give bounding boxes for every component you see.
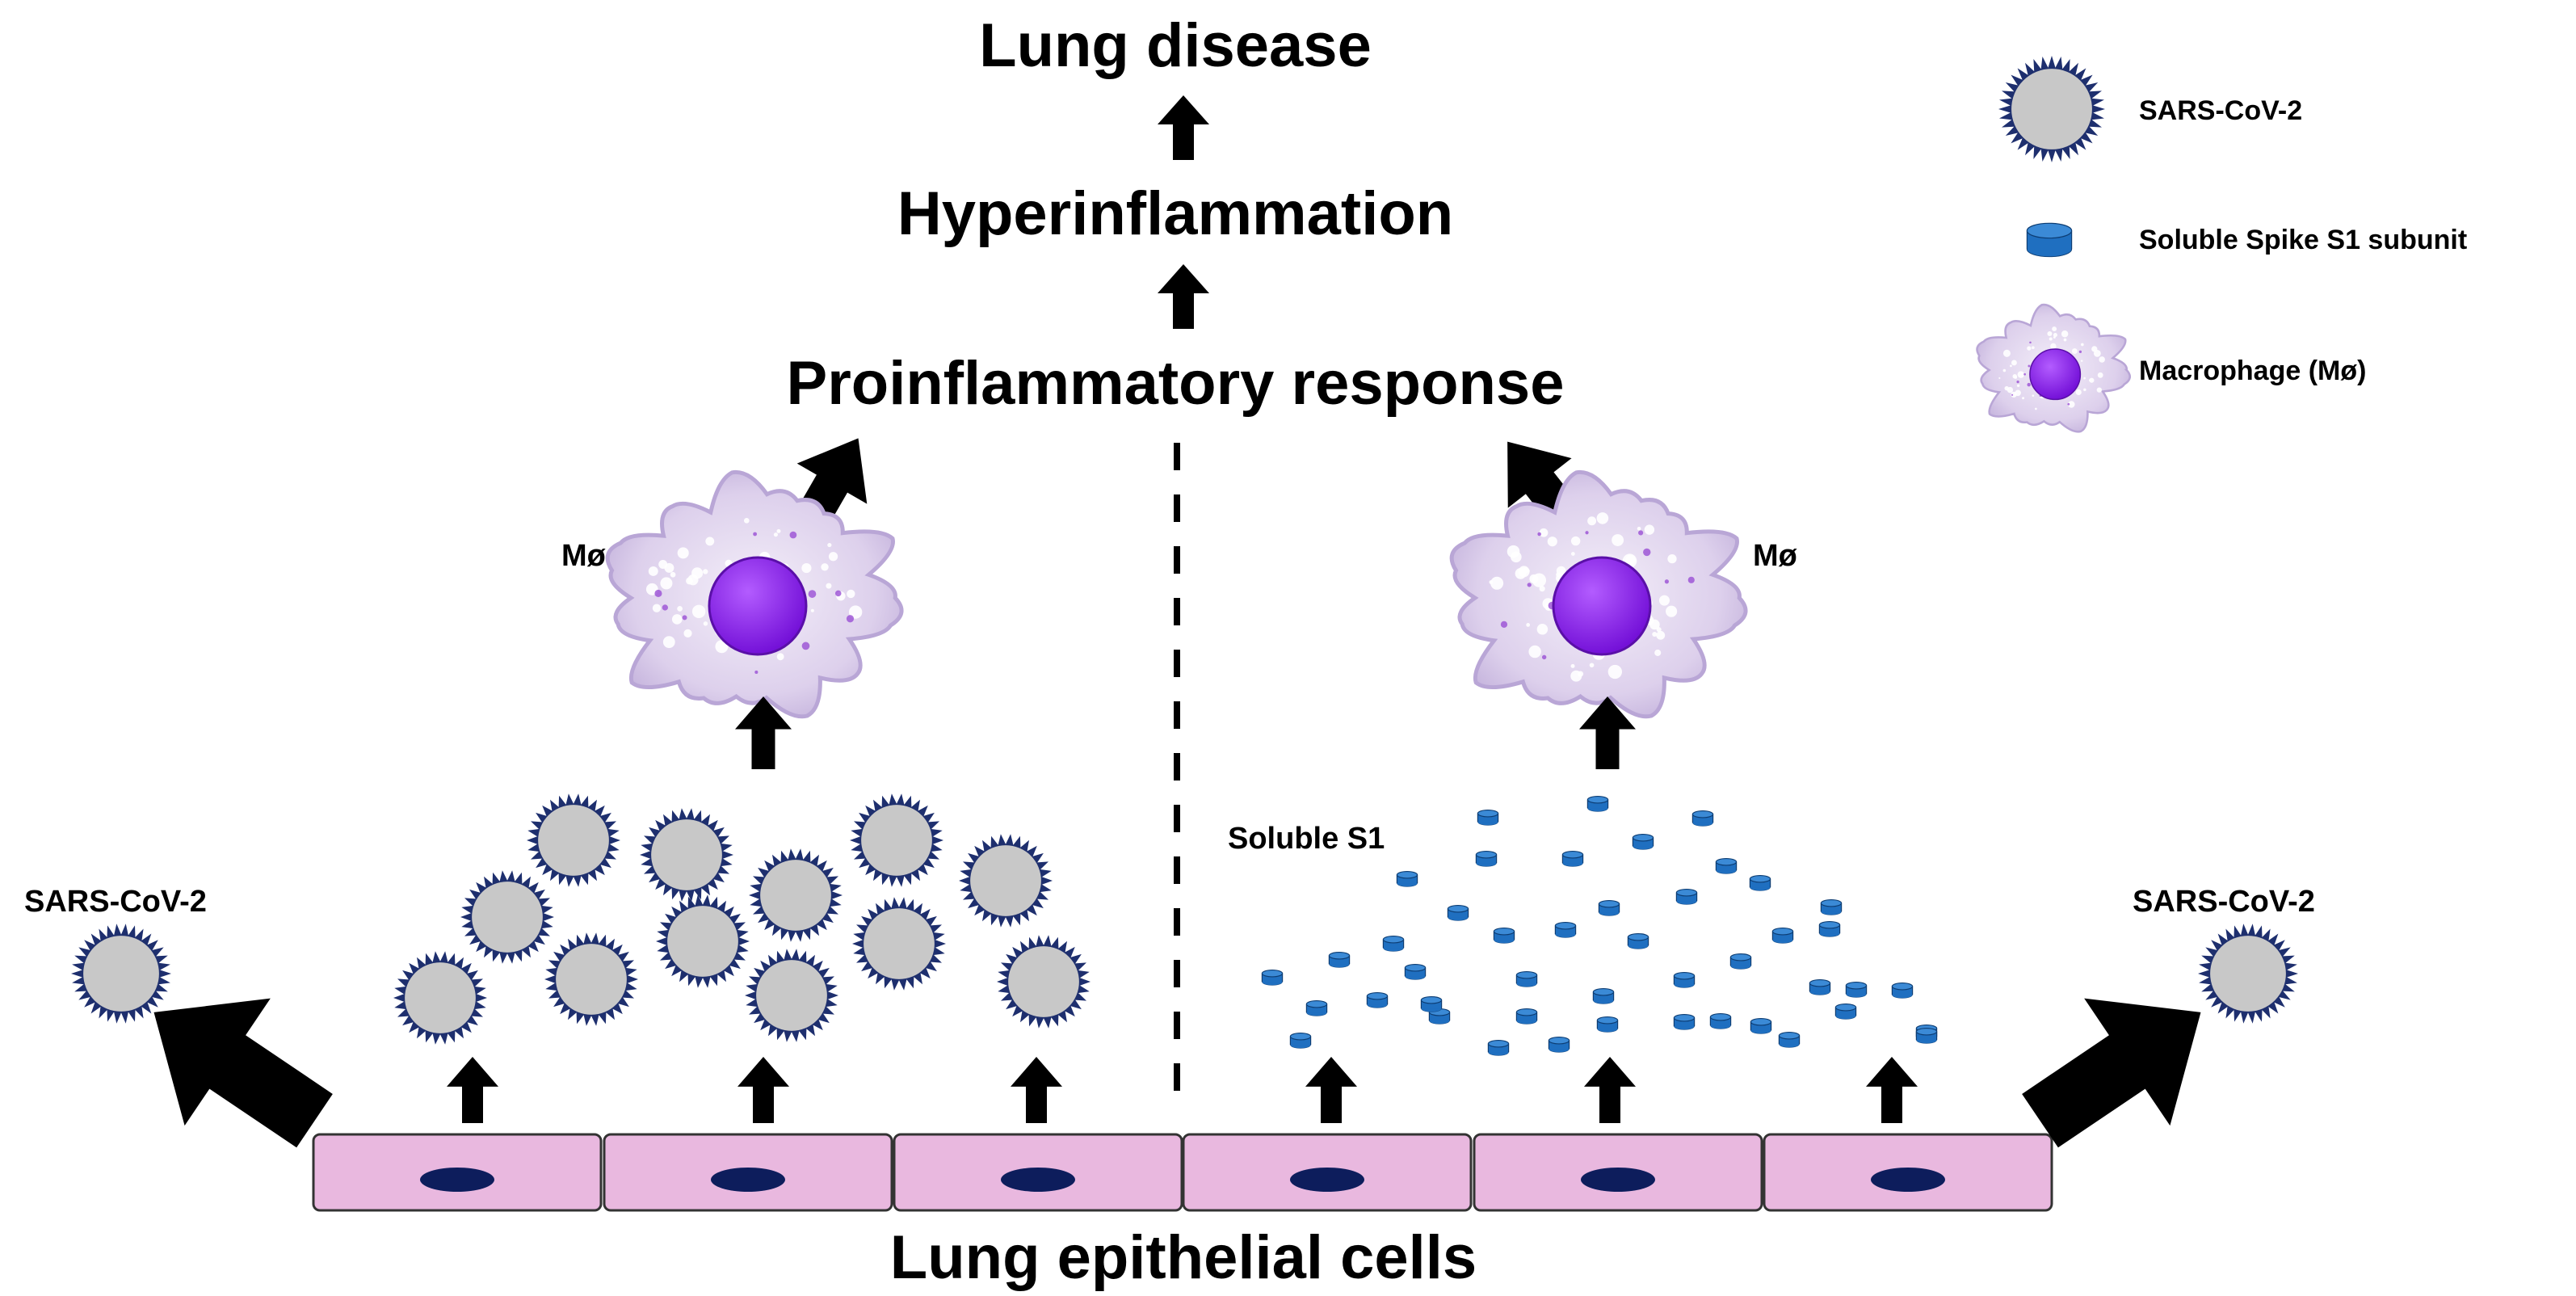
legend-label-spike: Soluble Spike S1 subunit [2139,225,2467,255]
soluble-s1-icon [1477,809,1499,826]
soluble-s1-icon [1366,991,1389,1008]
soluble-s1-icon [1632,833,1654,850]
epithelial-cell [1182,1133,1473,1212]
epithelial-cell [1473,1133,1763,1212]
epithelial-cell [893,1133,1183,1212]
soluble-s1-icon [1493,927,1515,944]
soluble-s1-icon [1715,857,1738,874]
arrow-up-icon [1584,1057,1636,1123]
arrow-up-icon [1579,696,1636,769]
soluble-s1-icon [1420,995,1443,1012]
soluble-s1-icon [1834,1003,1857,1020]
virus-icon [656,894,750,988]
arrow-up-icon [1011,1057,1062,1123]
virus-icon [71,924,171,1024]
macrophage-icon [1976,303,2131,433]
soluble-s1-icon [1627,932,1649,949]
arrow-up-icon [1305,1057,1357,1123]
soluble-s1-icon [1891,982,1914,999]
virus-cluster [393,793,1090,1045]
virus-icon [2198,924,2298,1024]
soluble-s1-icon [1561,850,1584,867]
soluble-s1-icon [1845,981,1868,998]
soluble-s1-icon [1749,874,1771,891]
soluble-s1-icon [1818,920,1841,937]
virus-icon [749,848,843,942]
label-sars-left: SARS-CoV-2 [24,885,207,919]
soluble-s1-icon [1809,978,1831,995]
label-soluble-s1: Soluble S1 [1228,822,1385,856]
soluble-s1-icon [1915,1027,1938,1044]
arrow-big-icon [2022,998,2201,1148]
soluble-s1-icon [1596,1016,1619,1033]
virus-icon [852,897,946,991]
soluble-s1-icon [1673,1013,1696,1030]
soluble-s1-icon [1691,810,1714,827]
virus-icon [959,834,1053,928]
soluble-s1-icon [1475,850,1498,867]
label-macrophage-left: Mø [561,539,607,573]
virus-icon [640,808,733,902]
arrow-up-icon [735,696,792,769]
soluble-s1-icon [1447,904,1469,921]
soluble-s1-icon [1515,970,1538,987]
virus-icon [850,793,943,887]
soluble-s1-icon [1820,898,1843,915]
soluble-s1-icon [1305,999,1328,1016]
soluble-s1-icon [1328,951,1351,968]
arrow-big-icon [153,998,333,1148]
soluble-s1-cluster [1261,795,1938,1056]
soluble-s1-icon [1673,971,1696,988]
label-lung-epithelial-cells: Lung epithelial cells [890,1223,1477,1292]
soluble-s1-icon [1778,1031,1801,1048]
soluble-s1-icon [1592,987,1615,1004]
virus-icon [460,870,554,964]
epithelial-cell-row [312,1133,2053,1212]
arrow-up-icon [447,1057,498,1123]
virus-icon [745,949,838,1042]
epithelial-cell [312,1133,603,1212]
arrow-up-icon [1158,264,1209,329]
label-macrophage-right: Mø [1753,539,1798,573]
soluble-s1-icon [1675,888,1698,905]
soluble-s1-icon [1404,963,1427,980]
soluble-s1-icon [1261,969,1284,986]
legend-label-macrophage: Macrophage (Mø) [2139,356,2366,386]
epithelial-cell [603,1133,893,1212]
title-lung-disease: Lung disease [979,11,1372,80]
title-hyperinflammation: Hyperinflammation [897,179,1453,248]
soluble-s1-icon [1729,953,1752,970]
soluble-s1-icon [1487,1039,1510,1056]
arrow-up-icon [1866,1057,1918,1123]
soluble-s1-icon [1548,1036,1570,1053]
soluble-s1-icon [1771,927,1794,944]
soluble-s1-icon [1586,795,1609,812]
title-proinflammatory-response: Proinflammatory response [787,349,1565,418]
virus-icon [1998,56,2105,162]
virus-icon [527,793,620,887]
virus-icon [997,935,1090,1029]
cylinder-icon [2026,222,2073,258]
virus-icon [544,932,638,1026]
soluble-s1-icon [1750,1017,1772,1034]
epithelial-cell [1763,1133,2053,1212]
virus-icon [393,951,487,1045]
soluble-s1-icon [1598,899,1620,916]
soluble-s1-icon [1396,870,1418,887]
soluble-s1-icon [1554,921,1577,938]
soluble-s1-icon [1289,1032,1312,1049]
macrophage-right [1449,469,1748,719]
soluble-s1-icon [1382,935,1405,952]
soluble-s1-icon [1709,1012,1732,1029]
arrow-up-icon [738,1057,789,1123]
arrow-up-icon [1158,95,1209,160]
macrophage-left [605,469,904,719]
label-sars-right: SARS-CoV-2 [2133,885,2315,919]
soluble-s1-icon [1515,1008,1538,1025]
legend-label-sars: SARS-CoV-2 [2139,95,2302,126]
legend: SARS-CoV-2 Soluble Spike S1 subunit Macr… [1976,56,2467,433]
